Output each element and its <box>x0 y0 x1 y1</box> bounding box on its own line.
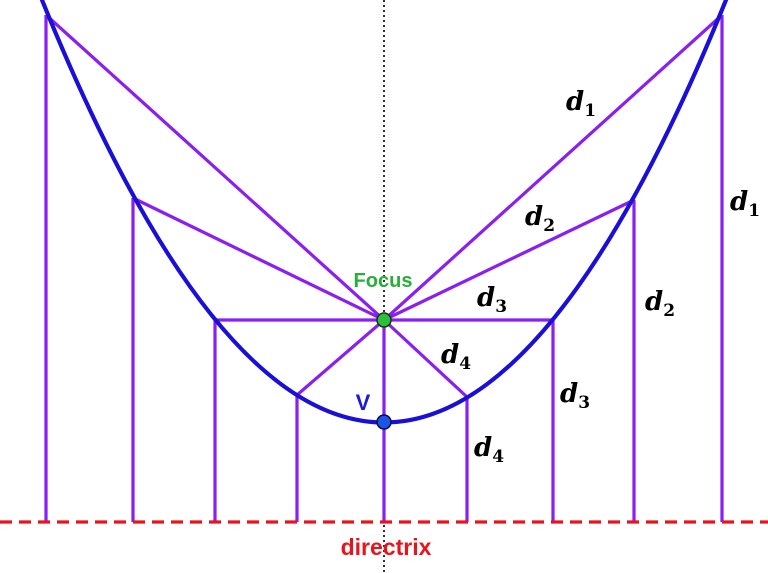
segment-focus-p1-right <box>382 13 724 322</box>
label-d4-vertical: d4 <box>474 433 504 467</box>
directrix-label: directrix <box>341 534 432 560</box>
focus-label: Focus <box>354 270 413 292</box>
label-d2-slanted: d2 <box>525 202 555 236</box>
label-d3-vertical: d3 <box>560 379 590 413</box>
segment-focus-p4-left <box>295 318 386 397</box>
directrix-segments <box>44 15 724 522</box>
label-d2-vertical: d2 <box>645 287 675 321</box>
label-d1-vertical: d1 <box>730 187 760 221</box>
segment-focus-p2-left <box>132 196 385 322</box>
segment-focus-p4-right <box>382 318 469 399</box>
label-d1-slanted: d1 <box>566 87 596 121</box>
label-d3-horizontal: d3 <box>477 283 507 317</box>
focus-point <box>376 312 392 328</box>
segment-focus-p2-right <box>383 198 635 322</box>
label-d4-slanted: d4 <box>441 340 471 374</box>
focus-segments <box>44 13 724 399</box>
vertex-label: V <box>356 390 371 415</box>
segment-focus-p1-left <box>44 13 386 322</box>
vertex-point <box>376 414 392 430</box>
